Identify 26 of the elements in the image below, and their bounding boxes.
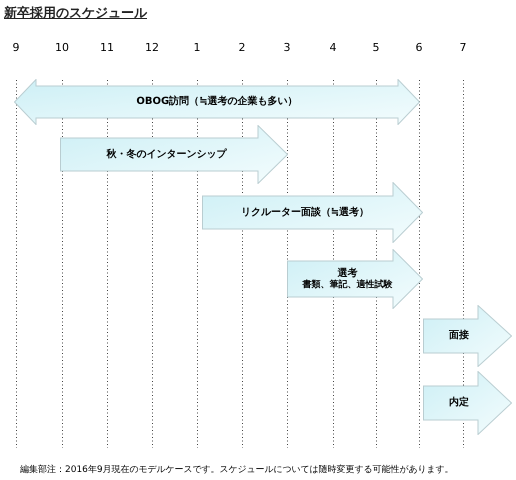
timeline-bar [423,371,512,435]
phase-label: 選考 [338,268,358,279]
timeline-bar [202,182,423,243]
double-ended-timeline-bar [14,79,420,125]
month-label: 7 [460,41,466,54]
month-label: 6 [416,41,422,54]
month-label: 9 [12,41,20,54]
month-label: 3 [284,41,290,54]
month-label: 1 [194,41,200,54]
title: 新卒採用のスケジュール [4,4,147,22]
phase-label: 秋・冬のインターンシップ [106,148,226,160]
timeline-bar [287,249,423,309]
month-label: 4 [330,41,336,54]
footnote: 編集部注：2016年9月現在のモデルケースです。スケジュールについては随時変更する可能性があります。 [20,464,454,476]
month-label: 12 [145,41,159,54]
phase-label: 内定 [449,397,469,409]
phase-label: リクルーター面談（≒選考） [240,206,370,218]
phase-detail: 書類、筆記、適性試験 [302,280,392,290]
month-label: 10 [55,41,69,54]
month-label: 5 [372,41,380,54]
month-label: 2 [238,41,246,54]
phase-label: OBOG訪問（≒選考の企業も多い） [136,96,298,108]
month-label: 11 [100,41,114,54]
timeline-bar [60,125,288,184]
phase-label: 面接 [449,330,469,342]
timeline-bar [423,305,512,367]
